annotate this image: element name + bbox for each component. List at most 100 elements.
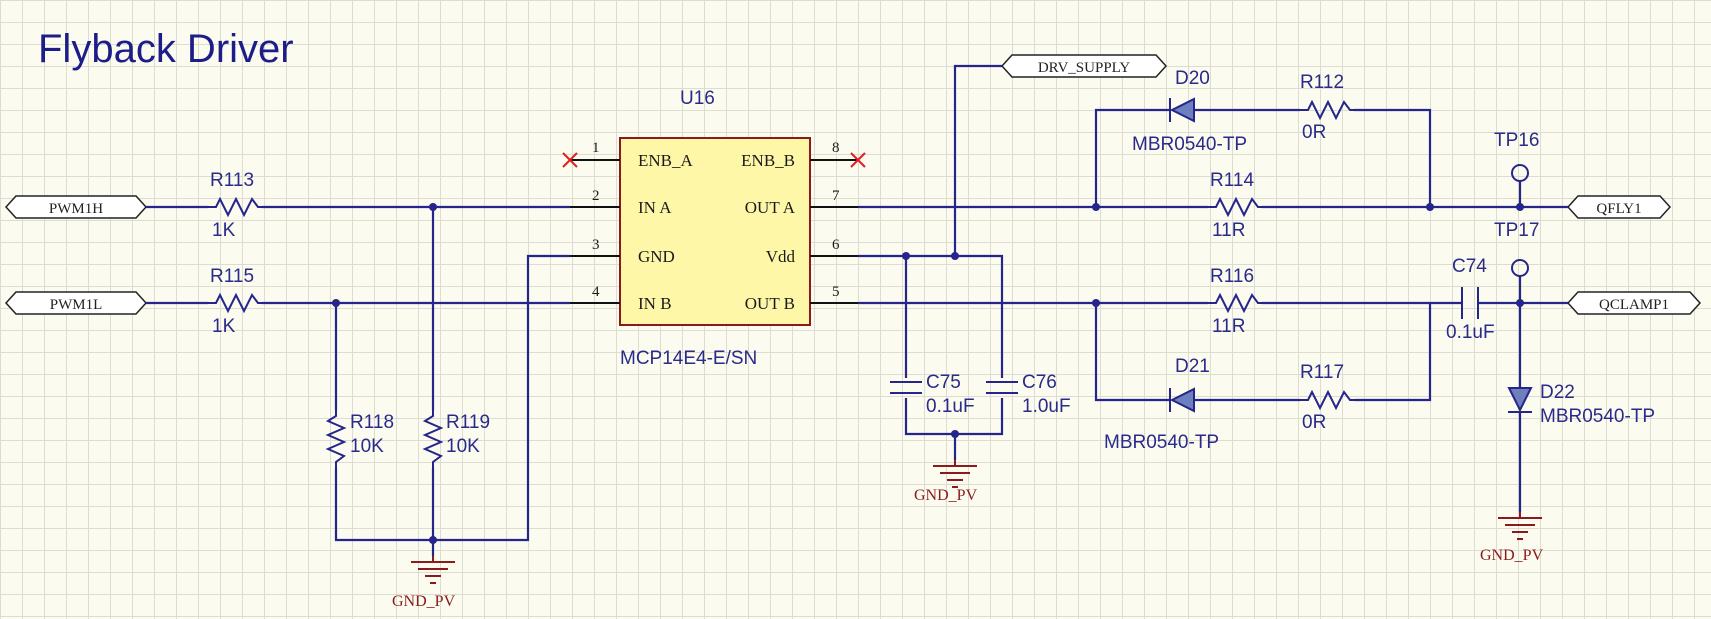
resistor-ref: R112	[1300, 72, 1344, 93]
ground-symbol-mid: GND_PV	[914, 460, 978, 504]
ic-ref-label: U16	[680, 88, 715, 109]
resistor-ref: R115	[210, 266, 254, 287]
resistor-r113[interactable]: R113 1K	[208, 170, 262, 241]
resistor-value: 0R	[1302, 122, 1326, 143]
ground-label: GND_PV	[1480, 547, 1544, 564]
pin-number: 8	[832, 140, 840, 156]
capacitor-ref: C74	[1452, 256, 1487, 277]
capacitor-c76[interactable]: C76 1.0uF	[986, 372, 1071, 417]
junction-dot	[951, 430, 959, 438]
pin-name: IN A	[638, 198, 672, 217]
capacitor-value: 0.1uF	[926, 396, 975, 417]
junction-dot	[1092, 299, 1100, 307]
pin-name: ENB_A	[638, 151, 694, 170]
resistor-value: 10K	[446, 436, 480, 457]
pin-name: Vdd	[766, 247, 796, 266]
resistor-ref: R116	[1210, 266, 1254, 287]
capacitor-value: 0.1uF	[1446, 322, 1495, 343]
no-connect-icon	[562, 152, 578, 168]
junction-dot	[1092, 203, 1100, 211]
diode-part: MBR0540-TP	[1132, 134, 1247, 155]
junction-dot	[429, 536, 437, 544]
capacitor-c75[interactable]: C75 0.1uF	[890, 372, 975, 417]
resistor-ref: R118	[350, 412, 394, 433]
capacitor-c74[interactable]: C74 0.1uF	[1446, 256, 1495, 343]
ic-part-label: MCP14E4-E/SN	[620, 348, 757, 369]
pin-name: OUT B	[745, 294, 795, 313]
resistor-value: 10K	[350, 436, 384, 457]
ic-body	[619, 137, 811, 326]
testpoint-label: TP16	[1494, 130, 1539, 151]
diode-d20[interactable]: D20 MBR0540-TP	[1132, 68, 1247, 155]
diode-part: MBR0540-TP	[1104, 432, 1219, 453]
testpoint-tp17[interactable]: TP17	[1494, 220, 1539, 303]
resistor-value: 11R	[1212, 316, 1245, 337]
diode-d22[interactable]: D22 MBR0540-TP	[1507, 382, 1655, 427]
junction-dot	[1426, 203, 1434, 211]
ground-symbol-right: GND_PV	[1480, 512, 1544, 564]
pin-name: OUT A	[745, 198, 796, 217]
port-label: QCLAMP1	[1599, 297, 1669, 313]
port-label: PWM1H	[49, 201, 103, 217]
junction-dot	[429, 203, 437, 211]
port-qclamp1[interactable]: QCLAMP1	[1566, 291, 1702, 315]
diode-ref: D22	[1540, 382, 1575, 403]
resistor-r114[interactable]: R114 11R	[1208, 170, 1262, 241]
port-qfly1[interactable]: QFLY1	[1566, 195, 1672, 219]
pin-number: 3	[592, 237, 600, 253]
port-drv-supply[interactable]: DRV_SUPPLY	[1000, 54, 1168, 78]
net-drv-supply	[953, 64, 1002, 256]
resistor-ref: R113	[210, 170, 254, 191]
ground-symbol-left: GND_PV	[392, 556, 456, 610]
resistor-value: 11R	[1212, 220, 1245, 241]
pin-name: ENB_B	[741, 151, 795, 170]
pin-number: 5	[832, 284, 840, 300]
net-gnd-left	[334, 254, 570, 542]
capacitor-value: 1.0uF	[1022, 396, 1071, 417]
port-pwm1l[interactable]: PWM1L	[4, 291, 148, 315]
pin-name: IN B	[638, 294, 672, 313]
port-label: PWM1L	[50, 297, 103, 313]
resistor-value: 1K	[212, 316, 236, 337]
pin-name: GND	[638, 247, 675, 266]
port-label: DRV_SUPPLY	[1038, 60, 1130, 76]
resistor-r115[interactable]: R115 1K	[208, 266, 262, 337]
testpoint-tp16[interactable]: TP16	[1494, 130, 1539, 207]
diode-ref: D21	[1175, 356, 1210, 377]
resistor-value: 1K	[212, 220, 236, 241]
diode-ref: D20	[1175, 68, 1210, 89]
ground-label: GND_PV	[392, 593, 456, 610]
ground-label: GND_PV	[914, 487, 978, 504]
resistor-r118[interactable]: R118 10K	[325, 410, 394, 468]
pin-number: 7	[832, 188, 840, 204]
pin-number: 4	[592, 284, 600, 300]
resistor-ref: R114	[1210, 170, 1254, 191]
net-d21-r117	[1094, 303, 1432, 402]
no-connect-icon	[850, 152, 866, 168]
capacitor-ref: C76	[1022, 372, 1057, 393]
junction-dot	[332, 299, 340, 307]
pin-number: 2	[592, 188, 600, 204]
pin-number: 1	[592, 140, 600, 156]
diode-part: MBR0540-TP	[1540, 406, 1655, 427]
testpoint-label: TP17	[1494, 220, 1539, 241]
capacitor-ref: C75	[926, 372, 961, 393]
resistor-r117[interactable]: R117 0R	[1300, 362, 1354, 433]
resistor-r116[interactable]: R116 11R	[1208, 266, 1262, 337]
resistor-value: 0R	[1302, 412, 1326, 433]
resistor-ref: R119	[446, 412, 490, 433]
ic-u16[interactable]: U16 MCP14E4-E/SN 1 2 3 4 8 7 6 5 ENB_A I…	[570, 88, 858, 369]
junction-dot	[902, 252, 910, 260]
sheet-title: Flyback Driver	[38, 27, 294, 71]
resistor-r119[interactable]: R119 10K	[422, 410, 490, 468]
resistor-r112[interactable]: R112 0R	[1300, 72, 1354, 143]
port-pwm1h[interactable]: PWM1H	[4, 195, 148, 219]
diode-d21[interactable]: D21 MBR0540-TP	[1104, 356, 1219, 453]
port-label: QFLY1	[1596, 201, 1641, 217]
junction-dot	[951, 252, 959, 260]
resistor-ref: R117	[1300, 362, 1344, 383]
net-d20-r112	[1094, 108, 1432, 207]
pin-number: 6	[832, 237, 840, 253]
